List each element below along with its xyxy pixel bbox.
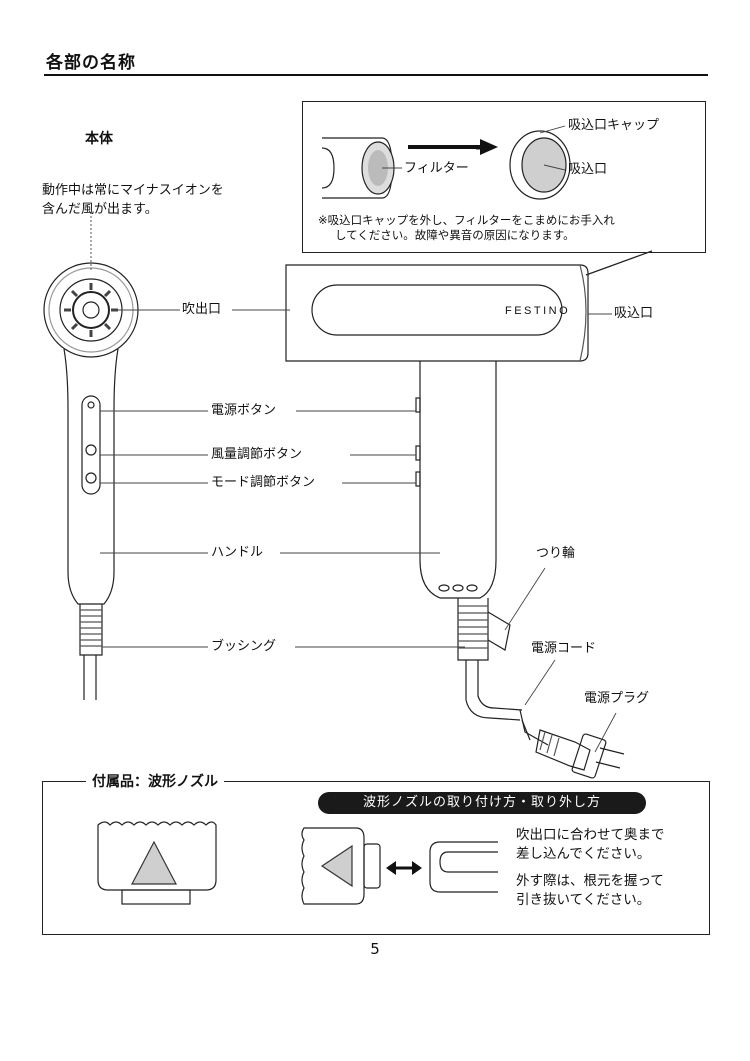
inset-note-line-1: ※吸込口キャップを外し、フィルターをこまめにお手入れ <box>318 213 615 227</box>
accessory-title: 付属品：波形ノズル <box>86 771 224 791</box>
ion-note: 動作中は常にマイナスイオンを 含んだ風が出ます。 <box>42 181 224 219</box>
front-view-dryer <box>43 262 139 700</box>
side-view-dryer <box>285 264 625 779</box>
inlet-cap-label: 吸込口キャップ <box>568 118 660 133</box>
brand-text: FESTINO <box>505 305 570 317</box>
attach-instructions: 吹出口に合わせて奥まで 差し込んでください。 <box>516 826 665 864</box>
main-unit-label: 本体 <box>85 131 113 147</box>
page-number: 5 <box>370 940 380 958</box>
inlet-label: 吸込口 <box>614 306 654 321</box>
power-button-label: 電源ボタン <box>211 403 277 418</box>
power-cord-label: 電源コード <box>531 641 597 656</box>
inset-note: ※吸込口キャップを外し、フィルターをこまめにお手入れ してください。故障や異音の… <box>318 213 615 243</box>
attach-line-2: 差し込んでください。 <box>516 846 651 862</box>
detach-line-1: 外す際は、根元を握って <box>516 873 664 889</box>
ion-note-line-2: 含んだ風が出ます。 <box>42 202 158 217</box>
detach-line-2: 引き抜いてください。 <box>516 892 651 908</box>
wave-nozzle-drawing <box>97 821 498 905</box>
inset-inlet-label: 吸込口 <box>568 162 608 177</box>
accessory-box <box>42 781 710 935</box>
detach-instructions: 外す際は、根元を握って 引き抜いてください。 <box>516 872 664 910</box>
filter-inset <box>302 101 706 253</box>
mode-button-label: モード調節ボタン <box>211 475 316 490</box>
inset-note-line-2: してください。故障や異音の原因になります。 <box>335 228 575 242</box>
ion-note-line-1: 動作中は常にマイナスイオンを <box>42 183 224 198</box>
bushing-label: ブッシング <box>211 639 277 654</box>
handle-label: ハンドル <box>211 545 264 560</box>
outlet-label: 吹出口 <box>182 302 222 317</box>
title-divider <box>44 74 708 76</box>
airflow-button-label: 風量調節ボタン <box>211 447 303 462</box>
attach-line-1: 吹出口に合わせて奥まで <box>516 827 665 843</box>
filter-label: フィルター <box>404 161 469 176</box>
power-plug-label: 電源プラグ <box>584 691 650 706</box>
hang-ring-label: つり輪 <box>536 546 576 561</box>
howto-title: 波形ノズルの取り付け方・取り外し方 <box>318 792 646 814</box>
section-title: 各部の名称 <box>46 53 136 73</box>
